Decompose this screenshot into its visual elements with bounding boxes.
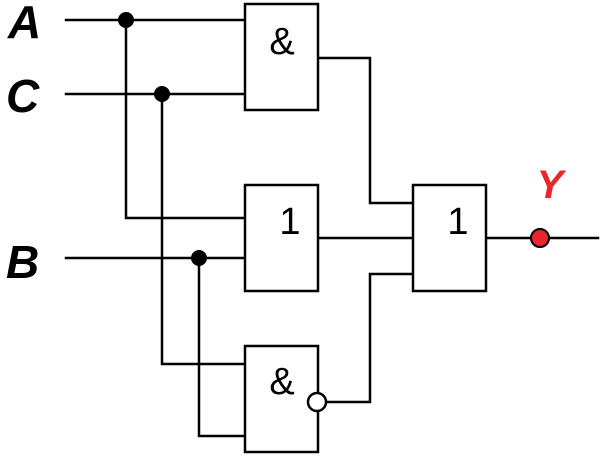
nand-gate-bottom-symbol: & <box>269 361 294 403</box>
input-label-a: A <box>7 0 41 48</box>
or-gate-output-symbol: 1 <box>447 201 468 243</box>
junction-dot-b <box>191 250 207 266</box>
and-gate-top: & <box>243 2 320 112</box>
wire-b-to-nand-gate <box>197 256 247 438</box>
wire-a-to-or-gate <box>124 18 247 220</box>
or-gate-middle: 1 <box>243 183 320 293</box>
inversion-bubble <box>306 391 328 413</box>
junction-dot-c <box>154 86 170 102</box>
and-gate-top-symbol: & <box>269 21 294 63</box>
output-probe-dot <box>530 228 550 248</box>
junction-dot-a <box>118 12 134 28</box>
or-gate-output-box <box>411 183 488 293</box>
input-label-c: C <box>6 70 40 122</box>
wire-nand-to-final-or <box>324 272 415 404</box>
nand-gate-bottom: & <box>243 344 328 454</box>
nand-gate-bottom-box <box>243 344 320 454</box>
or-gate-middle-box <box>243 183 320 293</box>
and-gate-top-box <box>243 2 320 112</box>
or-gate-output: 1 <box>411 183 488 293</box>
output-label-y: Y <box>537 163 567 207</box>
wire-and-to-final-or <box>316 56 415 205</box>
or-gate-middle-symbol: 1 <box>279 201 300 243</box>
wire-c-to-nand-gate <box>160 92 247 366</box>
input-label-b: B <box>6 236 39 288</box>
